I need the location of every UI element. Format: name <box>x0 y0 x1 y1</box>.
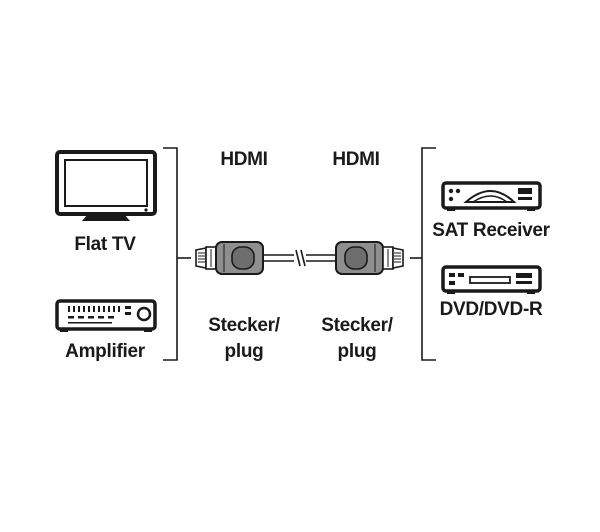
right-connector-type-label: HDMI <box>332 149 379 170</box>
amplifier-icon <box>55 299 157 332</box>
dvd-label: DVD/DVD-R <box>440 299 543 320</box>
left-hdmi-plug-icon <box>195 241 264 275</box>
right-plug-label-line1: Stecker/ <box>321 315 394 336</box>
sat-receiver-label: SAT Receiver <box>432 220 550 241</box>
left-connector-type-label: HDMI <box>220 149 267 170</box>
amplifier-label: Amplifier <box>65 341 146 362</box>
right-plug-label-line2: plug <box>338 341 377 362</box>
left-bracket <box>163 147 191 361</box>
sat-receiver-icon <box>441 181 542 211</box>
hdmi-cable <box>263 249 336 267</box>
left-plug-label-line1: Stecker/ <box>208 315 281 336</box>
right-bracket <box>410 147 436 361</box>
right-hdmi-plug-icon <box>335 241 404 275</box>
flat-tv-label: Flat TV <box>74 234 136 255</box>
flat-tv-icon <box>55 150 157 221</box>
left-plug-label-line2: plug <box>225 341 264 362</box>
dvd-player-icon <box>441 265 542 294</box>
